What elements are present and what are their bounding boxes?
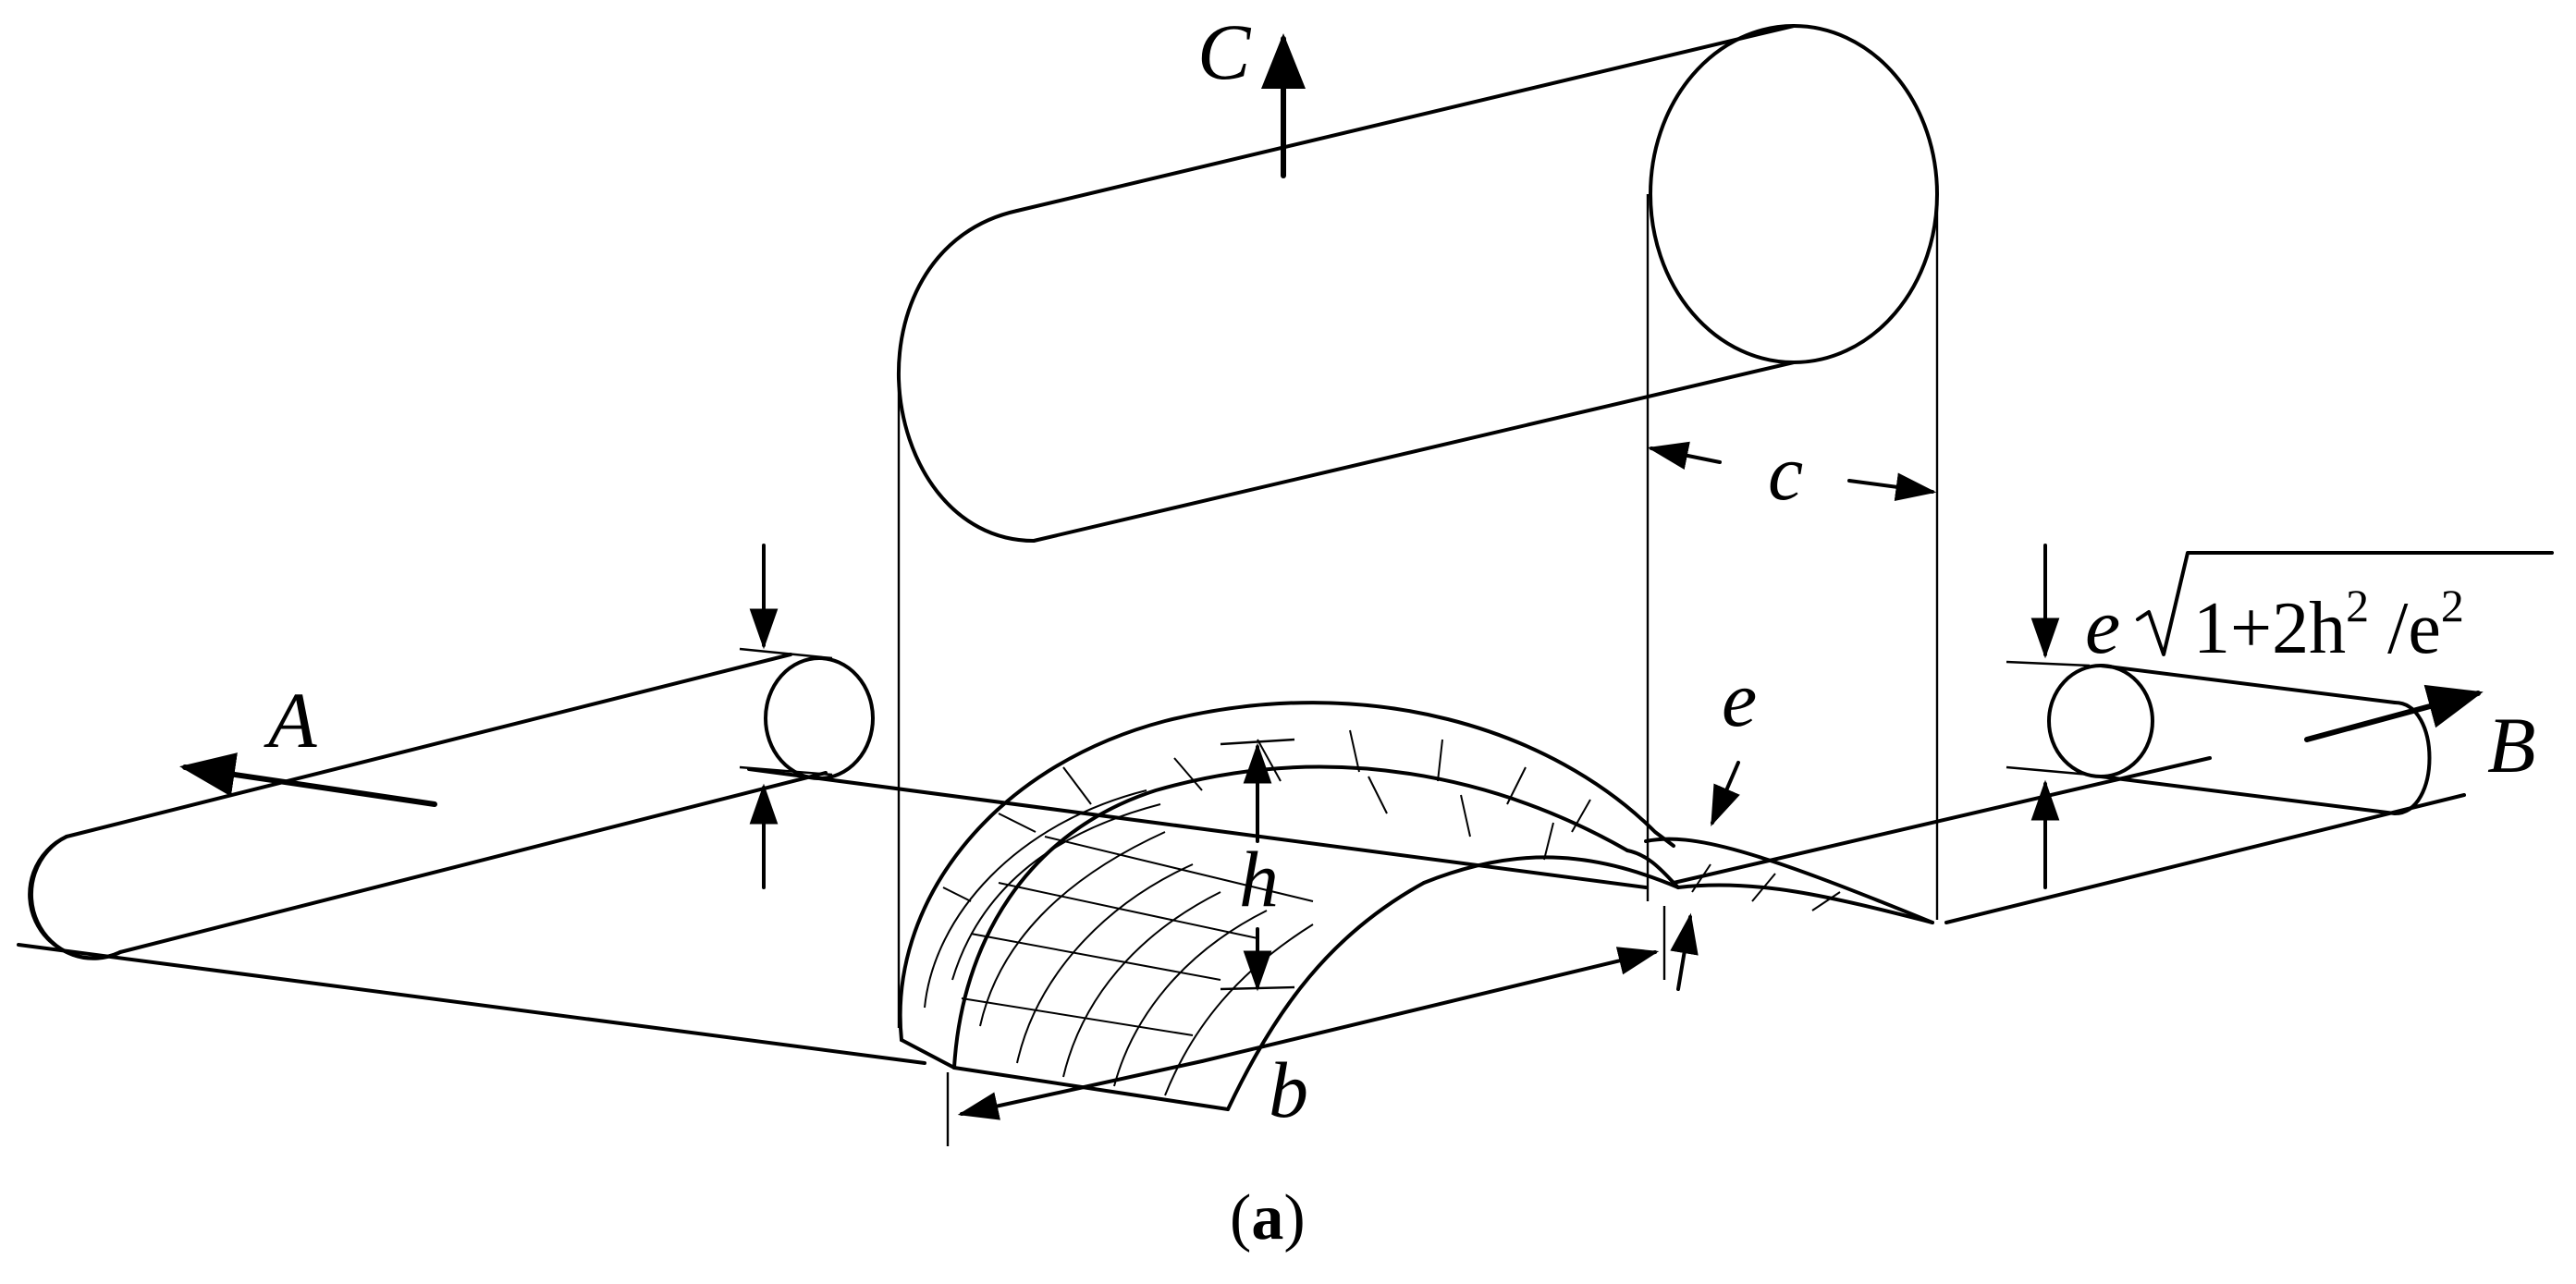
label-h: h — [1239, 835, 1279, 923]
roller-b — [2047, 664, 2432, 815]
dimension-b — [946, 906, 1666, 1146]
arrow-a — [179, 752, 437, 807]
figure-caption: (a) — [1230, 1182, 1306, 1253]
label-b-arrow: B — [2487, 701, 2536, 789]
dimension-roller-b — [2006, 544, 2091, 889]
label-e-tip: e — [1722, 654, 1757, 743]
sqrt-icon — [2136, 551, 2554, 656]
label-b: b — [1269, 1046, 1308, 1134]
curved-sheet — [898, 701, 1934, 1111]
formula-body: 1+2h2 /e2 — [2193, 580, 2464, 669]
ground-line-left — [17, 943, 926, 1065]
ground-line-right-back — [1672, 756, 2212, 885]
projection-lines — [897, 194, 1939, 1028]
dimension-e-tip — [1670, 761, 1740, 991]
formula-roller-thickness: e 1+2h2 /e2 — [2085, 551, 2554, 670]
formula-e: e — [2085, 581, 2120, 670]
dimension-h — [1220, 738, 1295, 992]
dimension-c — [1647, 441, 1937, 502]
dimension-roller-a — [739, 544, 833, 889]
label-c: C — [1197, 7, 1252, 96]
arrow-b — [2304, 684, 2484, 742]
ground-line-left-back — [747, 767, 1648, 889]
roller-a — [28, 653, 875, 960]
label-c-dim: c — [1768, 428, 1803, 517]
ground-line-right — [1944, 793, 2466, 924]
label-a: A — [264, 676, 317, 764]
